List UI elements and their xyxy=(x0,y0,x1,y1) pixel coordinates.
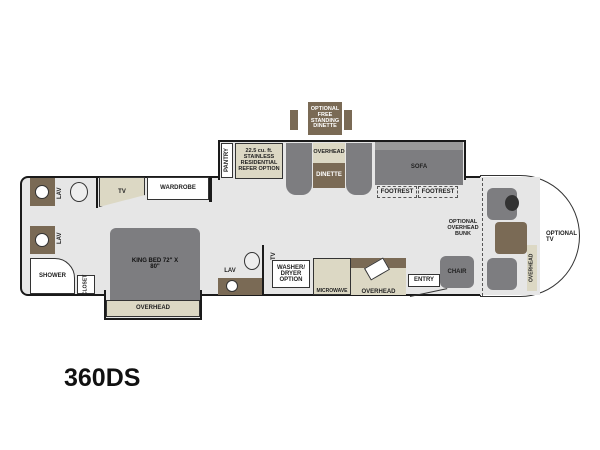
dinette-seat-right xyxy=(346,143,372,195)
steering-wheel-icon xyxy=(505,195,519,211)
closet: CLOSET xyxy=(77,274,95,295)
footrest-1: FOOTREST xyxy=(377,186,417,198)
sink-icon xyxy=(35,233,49,247)
rear-lav-1-label: LAV xyxy=(56,187,63,199)
mid-lav-counter xyxy=(218,278,262,295)
dinette-overhead: OVERHEAD xyxy=(313,143,345,163)
passenger-seat xyxy=(487,258,517,290)
shower: SHOWER xyxy=(30,258,75,294)
optional-tv: OPTIONAL TV xyxy=(546,230,577,243)
optional-dinette-chair-left xyxy=(290,110,298,130)
optional-dinette: OPTIONAL FREE STANDING DINETTE xyxy=(308,102,342,135)
overhead-cab: OVERHEAD xyxy=(527,245,537,291)
microwave-cooktop: MICROWAVE xyxy=(313,258,351,295)
entry: ENTRY xyxy=(408,274,440,287)
king-bed: KING BED 72" X 80" xyxy=(110,228,200,300)
refer-option: 22.5 cu. ft. STAINLESS RESIDENTIAL REFER… xyxy=(235,143,283,179)
footrest-2: FOOTREST xyxy=(418,186,458,198)
pantry: PANTRY xyxy=(221,143,233,178)
floor-plan: OPTIONAL FREE STANDING DINETTE LAV LAV S… xyxy=(20,102,580,320)
rear-lav-2-label: LAV xyxy=(56,232,63,244)
dinette-table: DINETTE xyxy=(313,163,345,188)
optional-overhead-bunk: OPTIONAL OVERHEAD BUNK xyxy=(447,219,479,237)
bedroom-wall xyxy=(209,177,212,202)
toilet-icon xyxy=(70,182,88,202)
washer-dryer-option: WASHER/ DRYER OPTION xyxy=(272,260,310,288)
sink-icon xyxy=(35,185,49,199)
sofa: SOFA xyxy=(375,142,463,185)
bath-wall xyxy=(96,178,98,208)
overhead-bedroom: OVERHEAD xyxy=(106,300,200,317)
bunk-line xyxy=(482,178,483,296)
toilet-icon xyxy=(244,252,260,270)
model-name: 360DS xyxy=(64,364,141,392)
center-console xyxy=(495,222,527,254)
chair: CHAIR xyxy=(440,256,474,288)
mid-bath-wall xyxy=(262,245,264,295)
wardrobe: WARDROBE xyxy=(147,177,209,200)
sink-icon xyxy=(226,280,238,292)
dinette-seat-left xyxy=(286,143,312,195)
mid-lav-label: LAV xyxy=(224,267,236,274)
optional-dinette-chair-right xyxy=(344,110,352,130)
